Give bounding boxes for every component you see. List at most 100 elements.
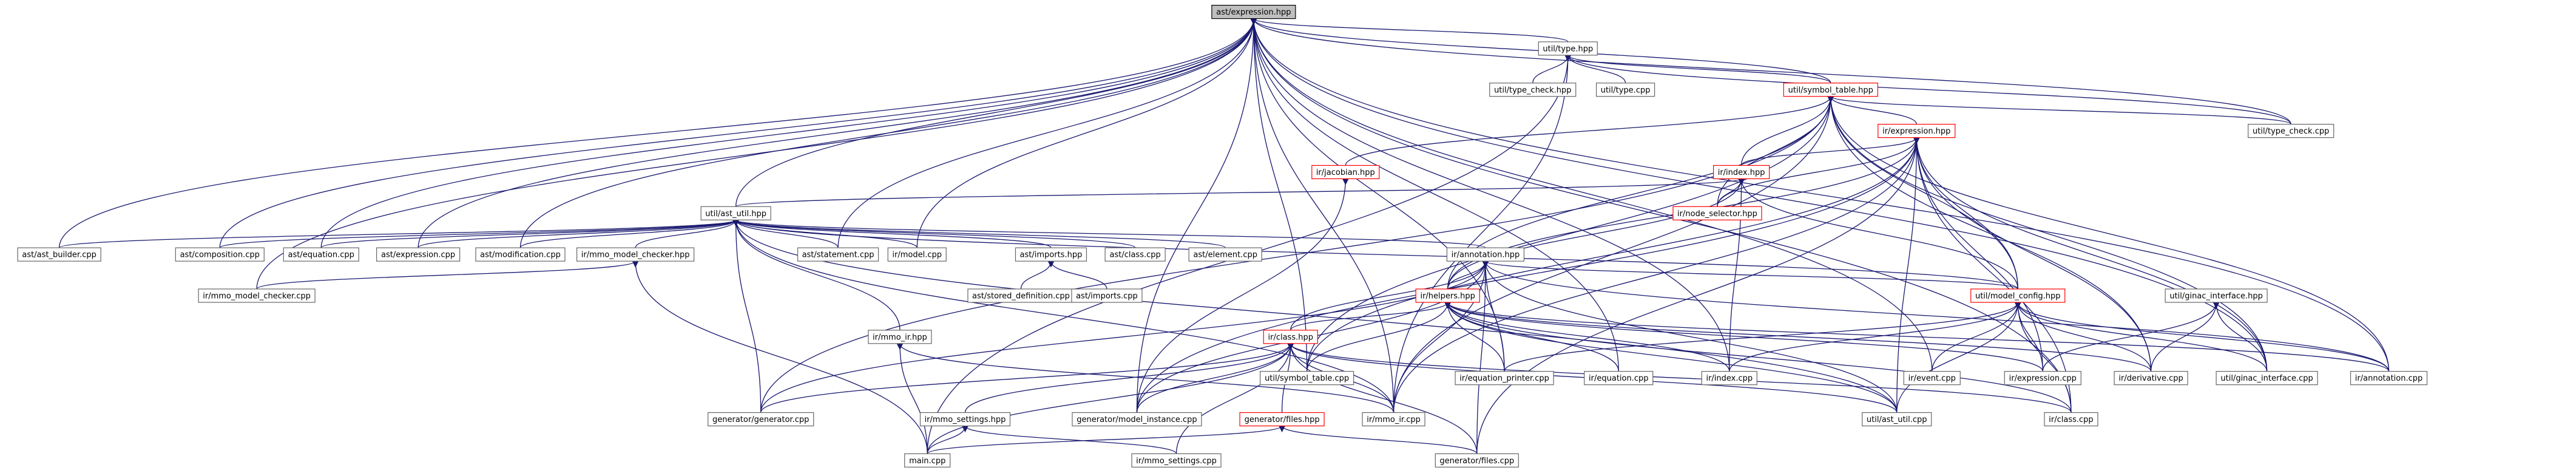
node-ir-class-cpp[interactable]: ir/class.cpp — [2044, 412, 2098, 427]
node-ast-ast-builder-cpp[interactable]: ast/ast_builder.cpp — [17, 247, 101, 262]
node-ast-composition-cpp[interactable]: ast/composition.cpp — [175, 247, 265, 262]
edge-ir-helpers-hpp-to-util-ast-util-cpp — [1444, 302, 1898, 413]
node-ir-event-cpp[interactable]: ir/event.cpp — [1903, 371, 1961, 386]
node-ast-statement-cpp[interactable]: ast/statement.cpp — [797, 247, 879, 262]
node-util-symbol-table-hpp[interactable]: util/symbol_table.hpp — [1783, 83, 1878, 97]
node-ir-expression-cpp[interactable]: ir/expression.cpp — [2004, 371, 2081, 386]
node-util-ast-util-cpp[interactable]: util/ast_util.cpp — [1862, 412, 1932, 427]
node-ast-element-cpp[interactable]: ast/element.cpp — [1188, 247, 1262, 262]
node-util-type-check-hpp[interactable]: util/type_check.hpp — [1489, 83, 1577, 97]
node-box — [1701, 371, 1757, 386]
node-ir-equation-printer-cpp[interactable]: ir/equation_printer.cpp — [1455, 371, 1554, 386]
node-label: ast/stored_definition.cpp — [972, 291, 1070, 301]
node-ir-annotation-hpp[interactable]: ir/annotation.hpp — [1446, 247, 1525, 262]
node-ir-annotation-cpp[interactable]: ir/annotation.cpp — [2350, 371, 2428, 386]
edge-ast-expression-hpp-to-util-ast-util-hpp — [735, 18, 1257, 207]
node-label: ir/helpers.hpp — [1420, 291, 1475, 301]
edge-ir-annotation-hpp-to-util-model-config-hpp — [1482, 260, 2018, 290]
node-ir-mmo-model-checker-hpp[interactable]: ir/mmo_model_checker.hpp — [576, 247, 695, 262]
node-util-model-config-hpp[interactable]: util/model_config.hpp — [1970, 288, 2066, 303]
node-box — [708, 412, 814, 427]
edge-ast-expression-hpp-to-generator-model-instance-cpp — [1136, 18, 1257, 413]
node-util-type-cpp[interactable]: util/type.cpp — [1595, 83, 1655, 97]
node-ir-derivative-cpp[interactable]: ir/derivative.cpp — [2114, 371, 2188, 386]
node-ast-modification-cpp[interactable]: ast/modification.cpp — [475, 247, 566, 262]
edge-util-symbol-table-hpp-to-util-model-config-hpp — [1827, 96, 2018, 289]
node-ir-mmo-ir-hpp[interactable]: ir/mmo_ir.hpp — [868, 330, 932, 344]
node-generator-model-instance-cpp[interactable]: generator/model_instance.cpp — [1072, 412, 1202, 427]
node-ir-model-cpp[interactable]: ir/model.cpp — [887, 247, 947, 262]
node-box — [1489, 83, 1577, 97]
node-util-symbol-table-cpp[interactable]: util/symbol_table.cpp — [1260, 371, 1354, 386]
node-ast-imports-cpp[interactable]: ast/imports.cpp — [1071, 288, 1143, 303]
node-util-ginac-interface-cpp[interactable]: util/ginac_interface.cpp — [2216, 371, 2318, 386]
edge-ir-helpers-hpp-to-ir-equation-printer-cpp — [1444, 302, 1505, 372]
node-box — [376, 247, 461, 262]
node-util-type-check-cpp[interactable]: util/type_check.cpp — [2248, 124, 2334, 138]
node-label: ast/ast_builder.cpp — [22, 251, 96, 260]
node-label: util/type.hpp — [1543, 44, 1593, 53]
node-ast-expression-hpp[interactable]: ast/expression.hpp — [1211, 5, 1296, 19]
node-ir-mmo-model-checker-cpp[interactable]: ir/mmo_model_checker.cpp — [198, 288, 316, 303]
node-label: main.cpp — [909, 457, 945, 466]
node-label: util/ast_util.cpp — [1867, 415, 1927, 424]
node-box — [1970, 288, 2066, 303]
node-ir-mmo-ir-cpp[interactable]: ir/mmo_ir.cpp — [1362, 412, 1425, 427]
node-box — [1311, 165, 1380, 180]
edge-generator-files-hpp-to-main-cpp — [927, 425, 1285, 454]
node-generator-generator-cpp[interactable]: generator/generator.cpp — [708, 412, 814, 427]
node-ir-class-hpp[interactable]: ir/class.hpp — [1263, 330, 1318, 344]
edge-ir-helpers-hpp-to-ir-annotation-cpp — [1444, 302, 2390, 372]
node-label: ast/element.cpp — [1193, 251, 1257, 260]
node-ir-expression-hpp[interactable]: ir/expression.hpp — [1878, 124, 1956, 138]
node-ast-expression-cpp[interactable]: ast/expression.cpp — [376, 247, 461, 262]
node-label: util/model_config.hpp — [1975, 291, 2061, 301]
node-ir-index-hpp[interactable]: ir/index.hpp — [1713, 165, 1770, 180]
node-ast-imports-hpp[interactable]: ast/imports.hpp — [1015, 247, 1087, 262]
edge-ir-expression-hpp-to-util-ast-util-cpp — [1896, 137, 1920, 413]
node-ast-stored-definition-cpp[interactable]: ast/stored_definition.cpp — [967, 288, 1075, 303]
node-box — [1584, 371, 1654, 386]
node-box — [1538, 41, 1598, 56]
node-label: util/type.cpp — [1601, 86, 1651, 95]
edge-util-ast-util-hpp-to-ir-mmo-ir-hpp — [732, 220, 901, 330]
edge-ir-class-hpp-to-ir-class-cpp — [1287, 343, 2072, 413]
node-generator-files-hpp[interactable]: generator/files.hpp — [1239, 412, 1325, 427]
node-label: ir/equation.cpp — [1589, 374, 1648, 383]
node-box — [1672, 206, 1762, 220]
edge-util-model-config-hpp-to-util-ast-util-cpp — [1896, 302, 2021, 413]
node-ir-equation-cpp[interactable]: ir/equation.cpp — [1584, 371, 1654, 386]
node-main-cpp[interactable]: main.cpp — [904, 453, 951, 467]
edge-ir-mmo-settings-hpp-to-main-cpp — [927, 426, 969, 454]
edge-ir-mmo-model-checker-hpp-to-main-cpp — [632, 261, 928, 454]
node-box — [1071, 288, 1143, 303]
node-ir-index-cpp[interactable]: ir/index.cpp — [1701, 371, 1757, 386]
node-generator-files-cpp[interactable]: generator/files.cpp — [1435, 453, 1519, 467]
node-label: ast/class.cpp — [1109, 251, 1160, 260]
node-label: generator/files.hpp — [1245, 415, 1320, 424]
node-label: ast/expression.cpp — [381, 251, 455, 260]
node-label: ast/imports.cpp — [1076, 291, 1138, 301]
node-label: ast/imports.hpp — [1020, 251, 1083, 260]
node-ir-jacobian-hpp[interactable]: ir/jacobian.hpp — [1311, 165, 1380, 180]
node-box — [1878, 124, 1956, 138]
node-util-ginac-interface-hpp[interactable]: util/ginac_interface.hpp — [2165, 288, 2268, 303]
node-label: ir/mmo_model_checker.hpp — [581, 251, 690, 260]
node-ir-node-selector-hpp[interactable]: ir/node_selector.hpp — [1672, 206, 1762, 220]
node-ir-mmo-settings-hpp[interactable]: ir/mmo_settings.hpp — [919, 412, 1011, 427]
edge-ast-expression-hpp-to-ir-mmo-ir-cpp — [1250, 18, 1394, 413]
node-ast-equation-cpp[interactable]: ast/equation.cpp — [283, 247, 359, 262]
edge-ast-expression-hpp-to-ast-modification-cpp — [519, 18, 1257, 248]
node-label: ir/mmo_ir.cpp — [1367, 415, 1421, 424]
node-layer: ast/expression.hpp util/type.hpp util/type… — [17, 5, 2428, 467]
node-ast-class-cpp[interactable]: ast/class.cpp — [1104, 247, 1166, 262]
node-util-ast-util-hpp[interactable]: util/ast_util.hpp — [700, 206, 771, 220]
node-ir-helpers-hpp[interactable]: ir/helpers.hpp — [1415, 288, 1480, 303]
node-util-type-hpp[interactable]: util/type.hpp — [1538, 41, 1598, 56]
node-ir-mmo-settings-cpp[interactable]: ir/mmo_settings.cpp — [1131, 453, 1222, 467]
edge-ir-expression-hpp-to-generator-files-cpp — [1476, 137, 1920, 454]
edge-ir-annotation-hpp-to-ir-class-hpp — [1290, 261, 1489, 330]
edge-util-ast-util-hpp-to-ast-composition-cpp — [219, 219, 739, 248]
edge-ir-annotation-hpp-to-generator-files-cpp — [1476, 261, 1489, 454]
node-label: ir/class.hpp — [1268, 333, 1313, 342]
